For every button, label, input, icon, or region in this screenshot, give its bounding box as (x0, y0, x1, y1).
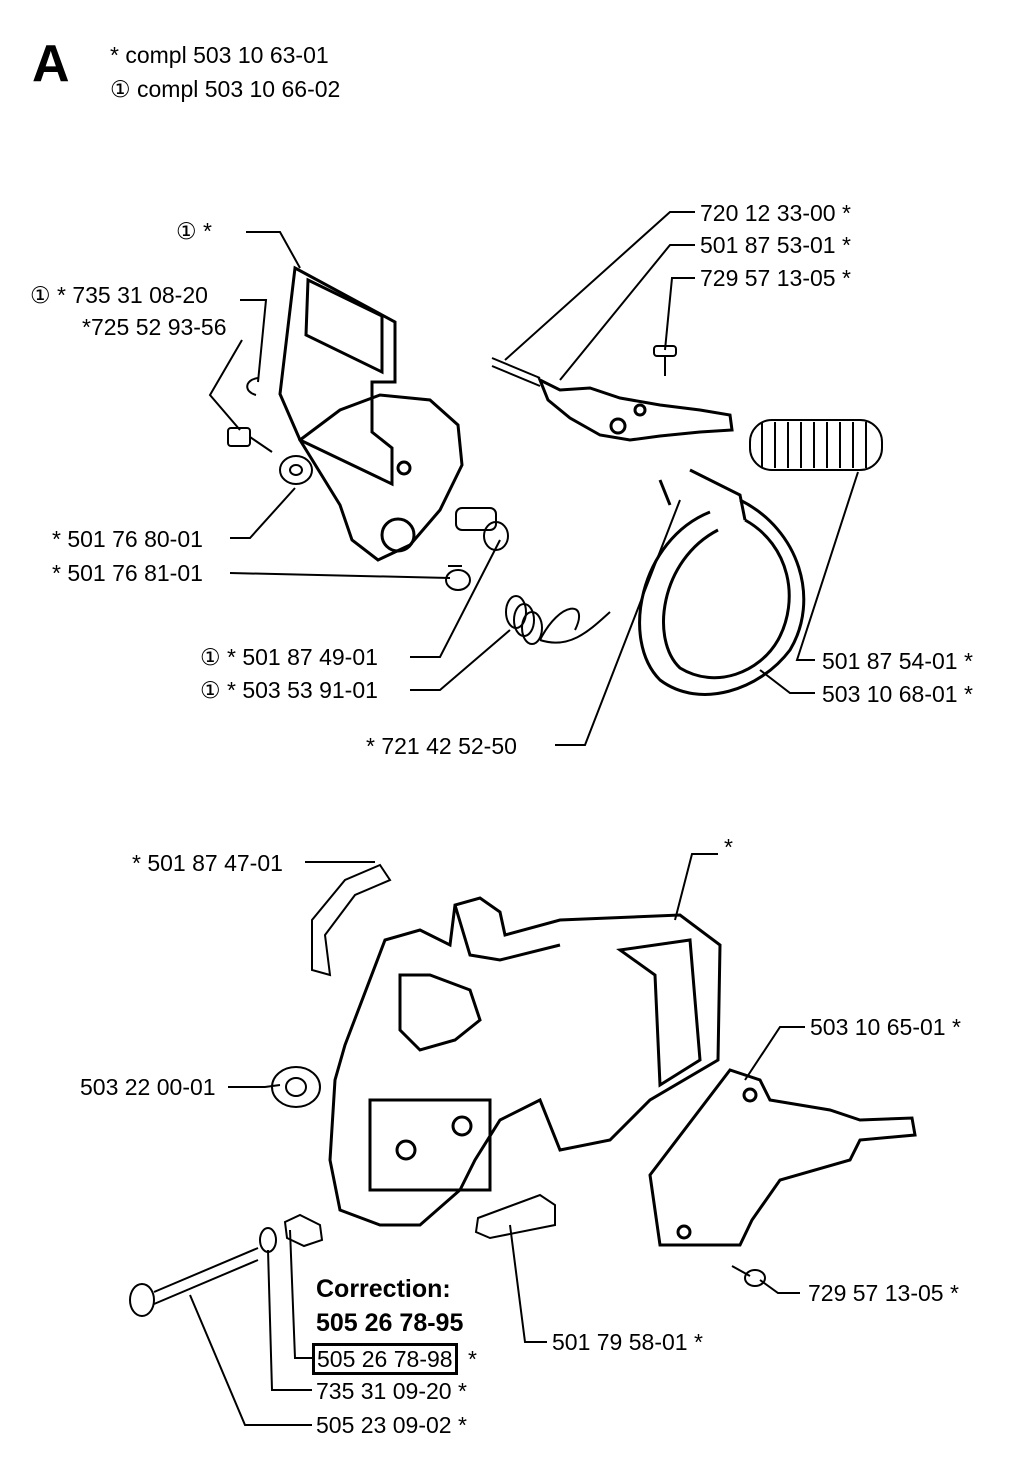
rod (491, 357, 541, 387)
leader-line (744, 1026, 805, 1081)
part-label: *725 52 93-56 (82, 314, 227, 340)
leader-line (504, 211, 695, 361)
leader-line (555, 499, 681, 746)
leader-line (674, 853, 718, 921)
part-label: * 501 76 81-01 (52, 560, 203, 586)
part-label: 729 57 13-05 * (700, 265, 851, 291)
lock-plate (283, 1213, 324, 1248)
part-label: ① * 735 31 08-20 (30, 282, 208, 308)
leader-line (229, 572, 451, 579)
compl-line-2: ① compl 503 10 66-02 (110, 76, 341, 102)
leader-line (559, 244, 695, 381)
part-label: 720 12 33-00 * (700, 200, 851, 226)
correction-number: 505 26 78-95 (316, 1309, 464, 1337)
brake-band (638, 468, 806, 696)
part-label: 503 22 00-01 (80, 1074, 216, 1100)
torsion-spring (505, 595, 611, 645)
cover-plate (648, 1068, 917, 1247)
nut (271, 1066, 321, 1108)
screw (227, 427, 273, 453)
washer (259, 1227, 277, 1253)
leader-line (664, 277, 695, 351)
leader-line (208, 339, 243, 431)
shield-plate (311, 863, 392, 977)
correction-title: Correction: (316, 1275, 451, 1303)
part-label: ① * 501 87 49-01 (200, 644, 378, 670)
brake-housing (328, 896, 722, 1227)
mounting-screw (731, 1265, 766, 1287)
leader-line (267, 1249, 312, 1391)
part-label: ① * 503 53 91-01 (200, 677, 378, 703)
leader-line (410, 539, 501, 658)
chain-brake-handle (278, 265, 464, 562)
leader-line (410, 629, 511, 691)
part-label: ① * (176, 218, 212, 244)
part-label: * 721 42 52-50 (366, 733, 517, 759)
spring-clip (246, 377, 259, 396)
part-label: 501 87 54-01 * (822, 648, 973, 674)
section-letter: A (32, 35, 70, 93)
old-part-suffix: * (468, 1346, 477, 1372)
coil-spring (749, 419, 883, 471)
part-label: * (724, 834, 733, 860)
part-label: 503 10 68-01 * (822, 681, 973, 707)
part-label: 729 57 13-05 * (808, 1280, 959, 1306)
part-label: 501 79 58-01 * (552, 1329, 703, 1355)
bushing (279, 455, 313, 485)
leader-line (759, 669, 815, 694)
leader-line (240, 299, 268, 383)
part-label: 503 10 65-01 * (810, 1014, 961, 1040)
leader-line (228, 1084, 281, 1088)
leader-line (759, 1279, 800, 1294)
brake-lever (537, 376, 734, 442)
leader-line (230, 487, 296, 539)
leader-line (509, 1224, 547, 1343)
part-label: * 501 87 47-01 (132, 850, 283, 876)
rubber-pad (474, 1193, 556, 1240)
leader-line (189, 1294, 312, 1426)
part-label: * 501 76 80-01 (52, 526, 203, 552)
leader-line (795, 471, 859, 661)
adjusting-screw (129, 1247, 259, 1317)
compl-line-1: * compl 503 10 63-01 (110, 42, 329, 68)
part-label: 735 31 09-20 * (316, 1378, 467, 1404)
part-label: 505 23 09-02 * (316, 1412, 467, 1438)
pin (455, 507, 509, 551)
part-label: 501 87 53-01 * (700, 232, 851, 258)
small-screw (653, 345, 677, 376)
old-part-number-box: 505 26 78-98 (312, 1343, 458, 1375)
leader-line (246, 231, 301, 269)
leader-line (289, 1229, 312, 1359)
bolt (445, 565, 471, 591)
